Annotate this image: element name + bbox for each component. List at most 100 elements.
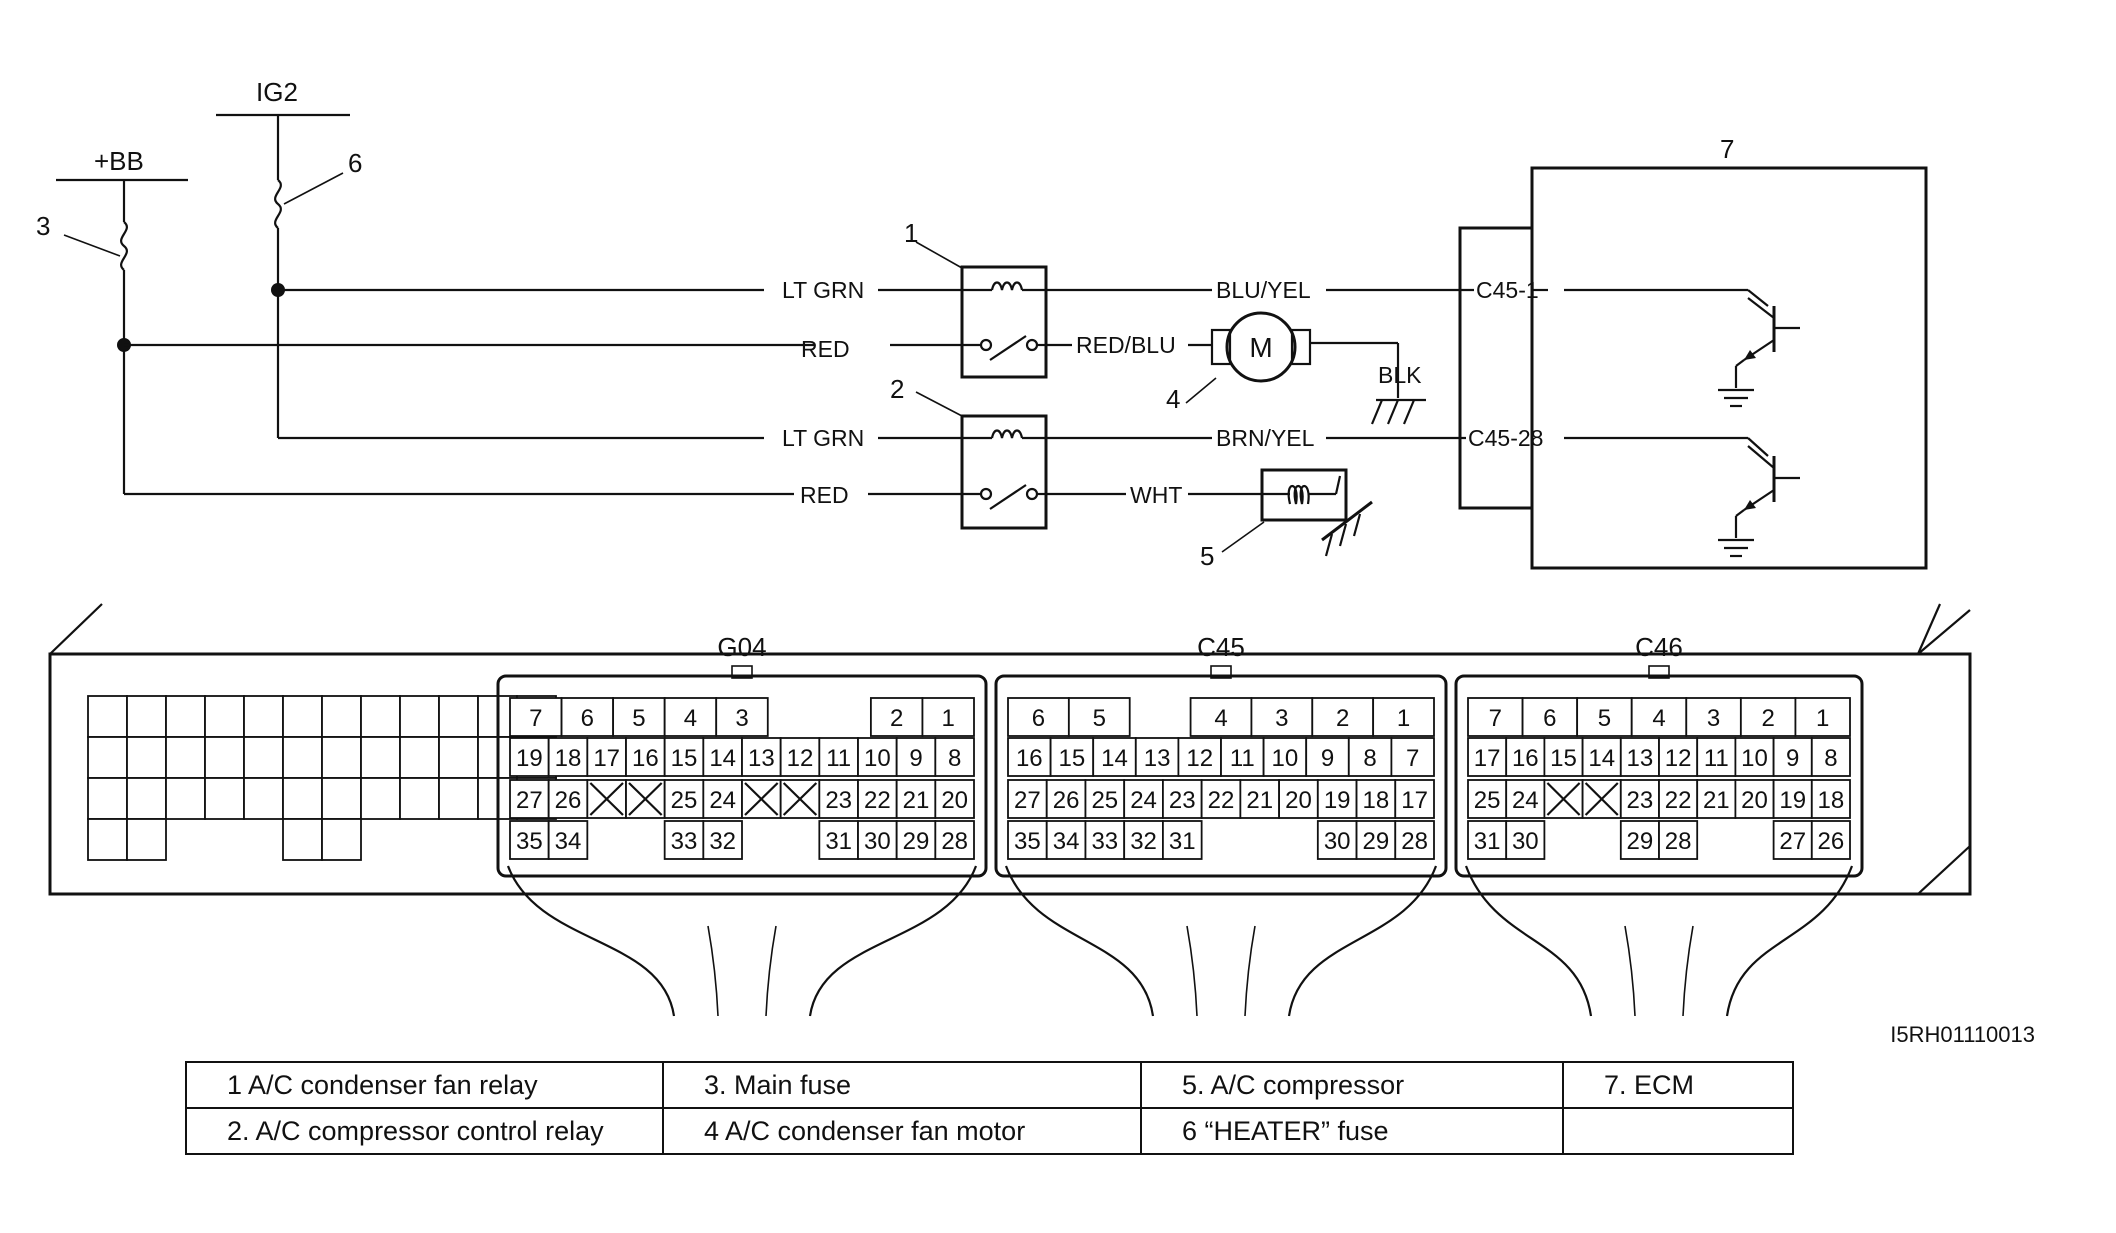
ac-condenser-fan-relay (960, 265, 1048, 379)
pin-number: 31 (825, 828, 852, 855)
pin-cell (1467, 820, 1508, 860)
pin-number: 26 (1818, 828, 1845, 855)
pin-cell (509, 737, 550, 777)
pin-number: 17 (593, 745, 620, 772)
connector-latch (731, 665, 753, 679)
pin-number: 29 (903, 828, 930, 855)
pin-cell (1250, 697, 1314, 737)
empty-pin-cell (438, 777, 479, 820)
pin-number: 25 (671, 787, 698, 814)
pin-cell (1619, 779, 1660, 819)
blocked-pin-mark (744, 782, 779, 816)
pin-cell (1067, 697, 1131, 737)
pin-cell (1355, 779, 1397, 819)
pin-cell (1794, 697, 1851, 737)
empty-pin-cell (204, 695, 245, 738)
pin-number: 19 (1779, 787, 1806, 814)
pin-cell (818, 820, 859, 860)
pin-number: 10 (1272, 745, 1299, 772)
empty-pin-cell (399, 777, 440, 820)
pin-number: 13 (748, 745, 775, 772)
empty-pin-cell (87, 818, 128, 861)
empty-pin-cell (360, 736, 401, 779)
pin-cell (509, 820, 550, 860)
ecm-large-connector-grid (87, 695, 557, 861)
pin-number: 28 (1401, 828, 1428, 855)
pin-number: 25 (1091, 787, 1118, 814)
pin-number: 10 (1741, 745, 1768, 772)
pin-number: 18 (1818, 787, 1845, 814)
pin-cell (1372, 697, 1435, 737)
component-legend: 1 A/C condenser fan relay 3. Main fuse 5… (185, 1061, 1794, 1155)
pin-number: 30 (864, 828, 891, 855)
pin-cell (1316, 779, 1358, 819)
pin-cell (1658, 737, 1699, 777)
pin-number: 8 (948, 745, 961, 772)
pin-number: 24 (1130, 787, 1157, 814)
pin-cell (857, 820, 898, 860)
pin-cell (1177, 737, 1222, 777)
pin-number: 35 (516, 828, 543, 855)
ecm-block (1458, 166, 1928, 570)
pin-cell (934, 820, 975, 860)
legend-item: 7. ECM (1562, 1061, 1794, 1109)
pin-number: 7 (529, 705, 542, 732)
pin-cell (1658, 779, 1699, 819)
pin-number: 6 (1032, 705, 1045, 732)
empty-pin-cell (282, 736, 323, 779)
empty-pin-cell (399, 736, 440, 779)
pin-number: 2 (890, 705, 903, 732)
pin-cell (1007, 779, 1048, 819)
pin-cell (1658, 820, 1699, 860)
empty-pin-cell (126, 695, 167, 738)
pin-cell (857, 779, 898, 819)
connector-name: C45 (1197, 632, 1245, 662)
pin-number: 19 (1324, 787, 1351, 814)
connector-name: C46 (1635, 632, 1683, 662)
pin-cell (1685, 697, 1742, 737)
empty-pin-cell (321, 777, 362, 820)
blocked-pin-mark (1546, 782, 1581, 816)
pin-number: 23 (1169, 787, 1196, 814)
empty-pin-cell (282, 818, 323, 861)
pin-number: 18 (555, 745, 582, 772)
pin-number: 6 (581, 705, 594, 732)
pin-number: 7 (1406, 745, 1419, 772)
pin-cell (1394, 820, 1435, 860)
pin-number: 12 (787, 745, 814, 772)
wire-label-wht: WHT (1130, 482, 1182, 508)
pin-cell (818, 779, 859, 819)
empty-pin-cell (360, 695, 401, 738)
pin-number: 15 (1550, 745, 1577, 772)
pin-cell (702, 779, 743, 819)
pin-number: 11 (1230, 745, 1255, 772)
empty-pin-cell (243, 777, 284, 820)
connector-latch (1210, 665, 1232, 679)
connector-latch (1648, 665, 1670, 679)
pin-number: 14 (1101, 745, 1128, 772)
pin-cell (1394, 779, 1435, 819)
pin-number: 20 (1285, 787, 1312, 814)
pin-number: 22 (1665, 787, 1692, 814)
pin-cell (715, 697, 769, 737)
pin-number: 24 (1512, 787, 1539, 814)
pin-number: 28 (1665, 828, 1692, 855)
pin-number: 23 (825, 787, 852, 814)
pin-cell (1810, 737, 1851, 777)
callout-6: 6 (348, 148, 362, 178)
figure-code: I5RH01110013 (1890, 1022, 2035, 1047)
ecm-housing (48, 603, 1972, 896)
pin-cell (1239, 779, 1280, 819)
empty-pin-cell (282, 777, 323, 820)
empty-pin-cell (321, 736, 362, 779)
callout-7: 7 (1720, 134, 1734, 164)
bb-label: +BB (94, 146, 144, 176)
pin-number: 4 (684, 705, 697, 732)
empty-pin-cell (360, 777, 401, 820)
pin-cell (1049, 737, 1095, 777)
wire-label-red-blu: RED/BLU (1076, 332, 1176, 358)
pin-number: 14 (1588, 745, 1615, 772)
pin-number: 27 (1014, 787, 1041, 814)
pin-number: 17 (1401, 787, 1428, 814)
pin-number: 9 (1321, 745, 1334, 772)
